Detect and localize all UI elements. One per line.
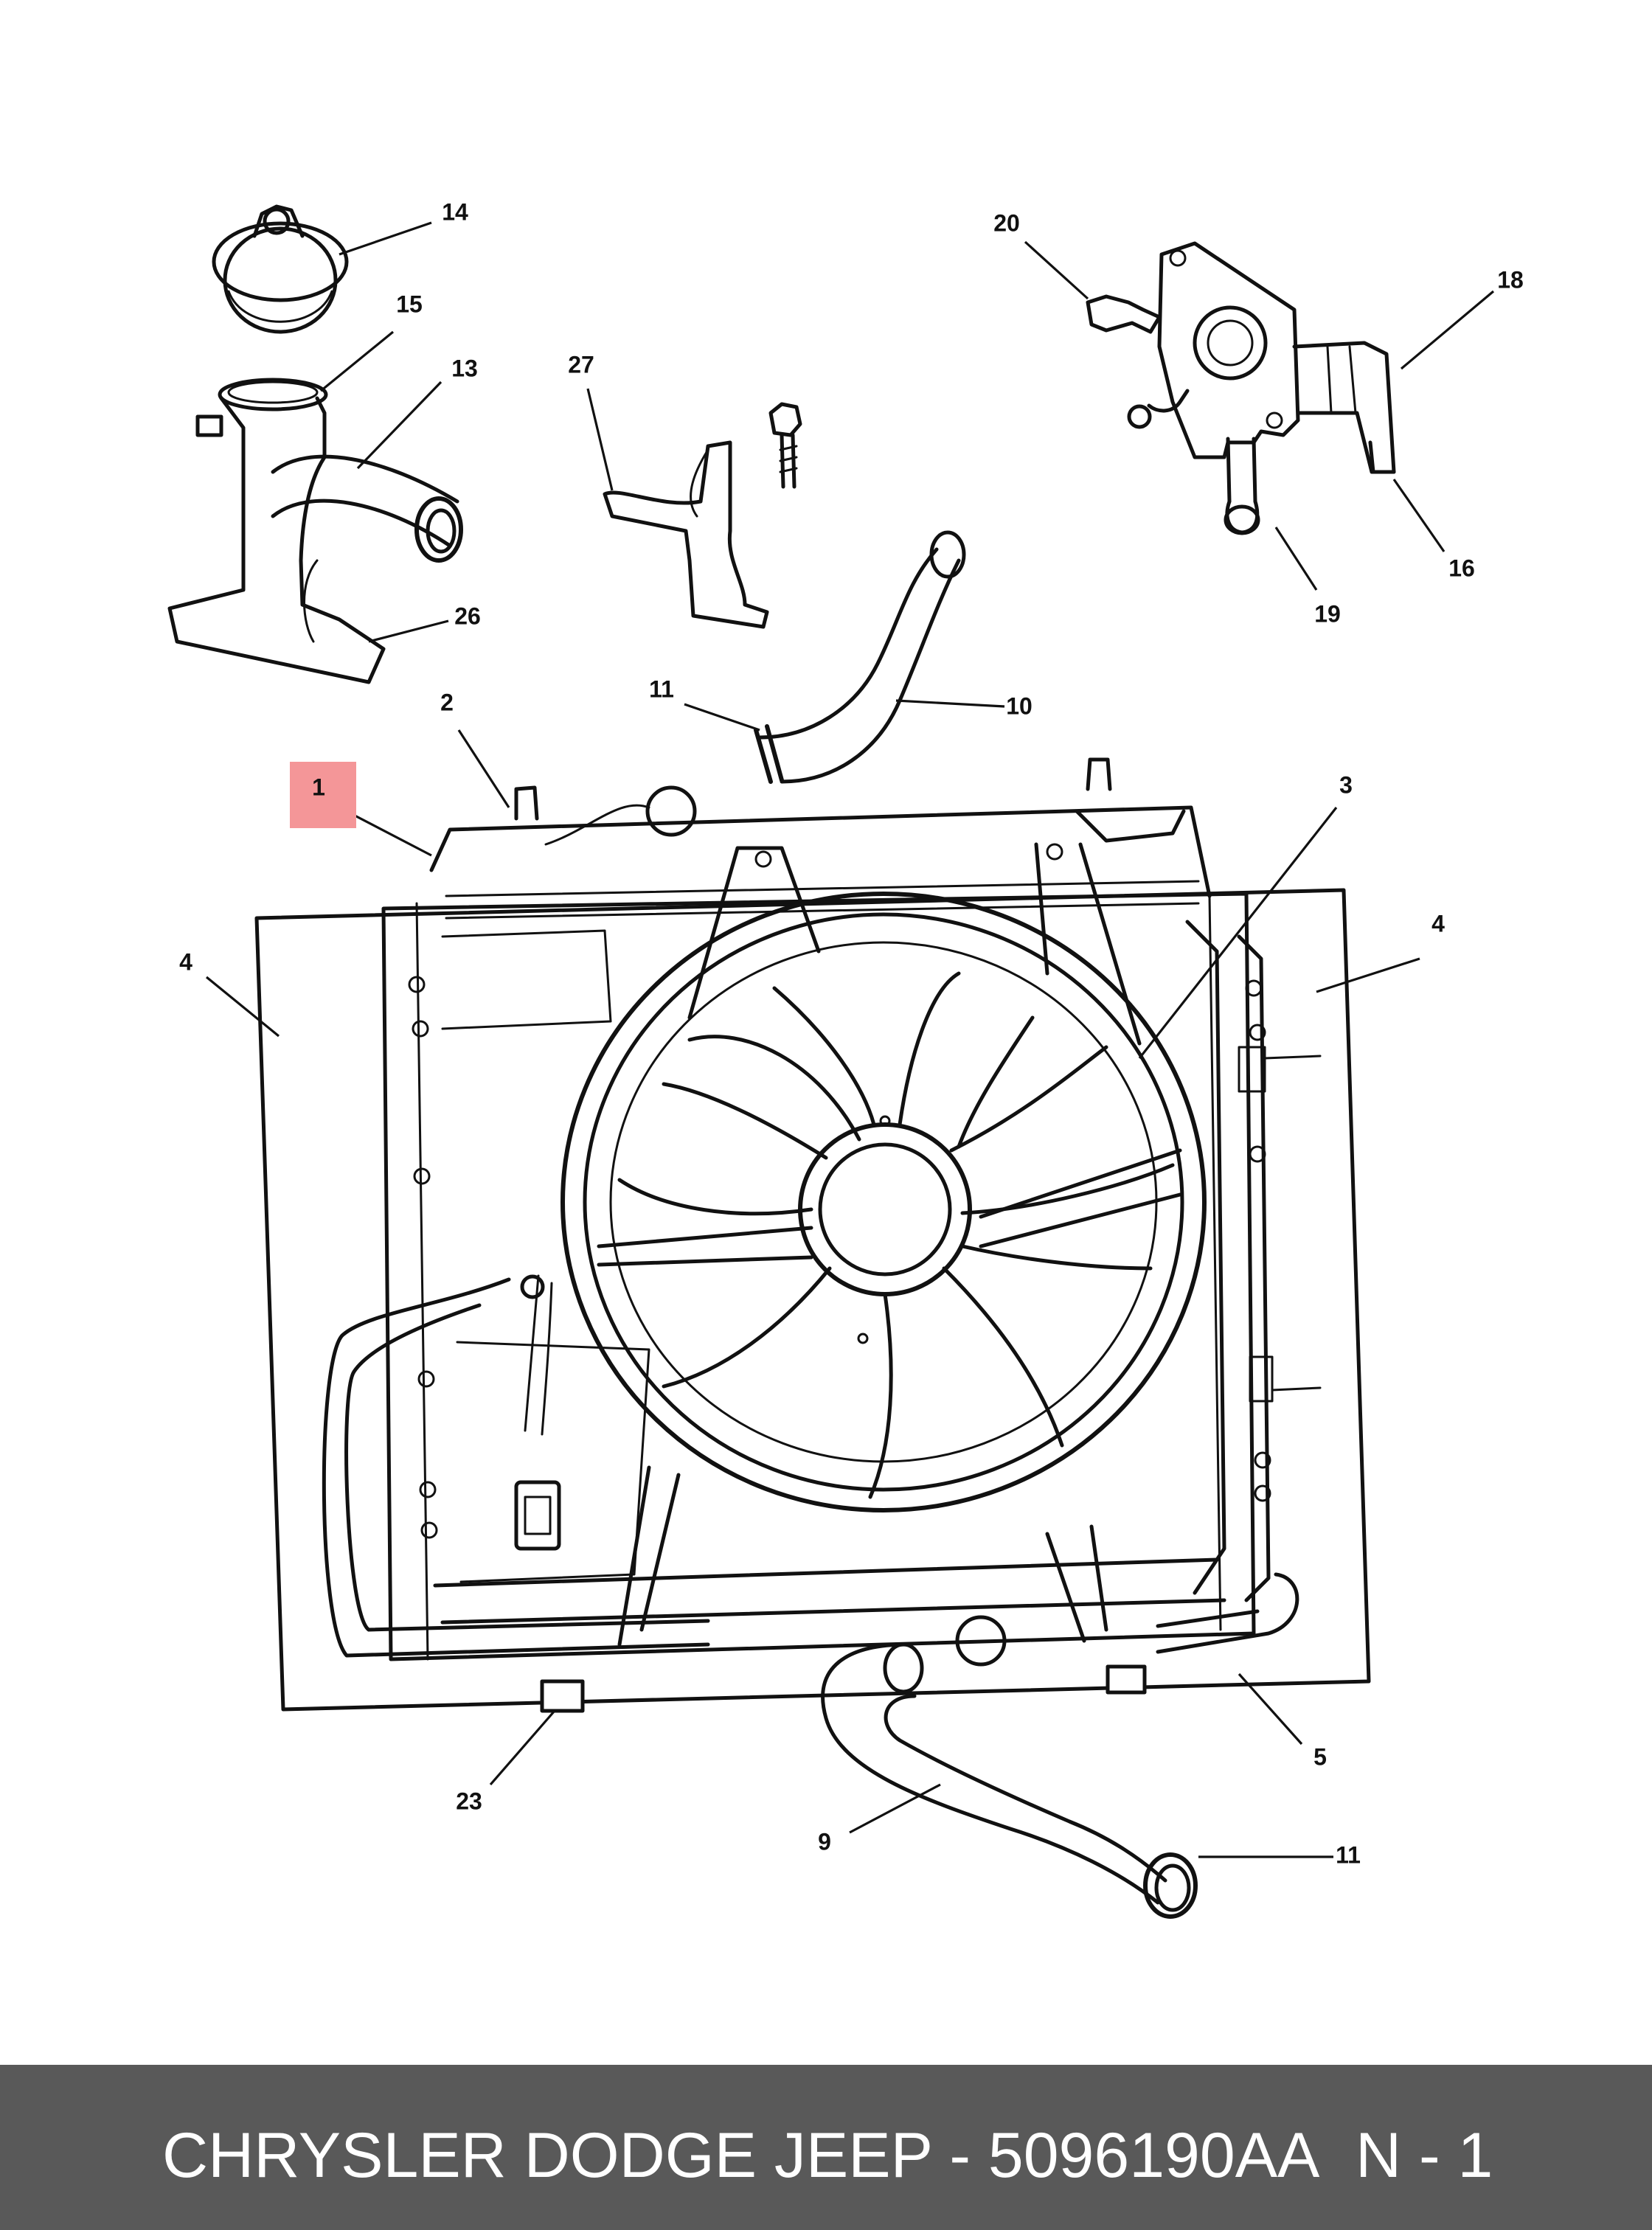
- callout-labels: 1 2 3 4 4 5 9 10 11 11 13 14 15 16 18 19…: [179, 198, 1524, 1868]
- callout-1: 1: [312, 774, 325, 800]
- callout-9: 9: [818, 1828, 831, 1855]
- callout-19: 19: [1314, 600, 1341, 627]
- footer-bar: CHRYSLER DODGE JEEP - 5096190AA N - 1: [0, 2065, 1652, 2230]
- brand-part-number: CHRYSLER DODGE JEEP - 5096190AA: [162, 2120, 1320, 2191]
- thermostat-gasket: [218, 378, 328, 411]
- hose-clamp-lower: [1143, 1852, 1198, 1919]
- upper-radiator-hose: [757, 547, 939, 740]
- callout-4-left: 4: [179, 948, 192, 975]
- fan-hub: [798, 1122, 972, 1296]
- callout-10: 10: [1006, 692, 1032, 719]
- hose-bracket: [603, 440, 769, 629]
- radiator-fan-assembly: [254, 757, 1371, 1919]
- callout-highlight: [290, 762, 356, 828]
- parts-diagram: 1 2 3 4 4 5 9 10 11 11 13 14 15 16 18 19…: [167, 198, 1524, 1919]
- temperature-sensor: [1086, 294, 1162, 334]
- fan-wire-connector: [514, 1480, 561, 1551]
- callout-4-right: 4: [1431, 910, 1445, 937]
- callout-16: 16: [1448, 555, 1475, 581]
- water-outlet-housing: [1157, 241, 1300, 459]
- callout-11-upper: 11: [649, 675, 674, 702]
- callout-15: 15: [396, 291, 423, 317]
- callout-26: 26: [454, 602, 481, 629]
- radiator-frame: [381, 892, 1256, 1661]
- callout-18: 18: [1497, 266, 1524, 293]
- callout-5: 5: [1313, 1743, 1327, 1770]
- hose-clamp-upper: [754, 724, 784, 784]
- upper-hose-group: [754, 530, 966, 784]
- callout-2: 2: [440, 689, 454, 715]
- callout-11-lower: 11: [1336, 1841, 1361, 1868]
- callout-20: 20: [993, 209, 1020, 236]
- coolant-outlet-group: [1086, 241, 1396, 535]
- callout-3: 3: [1339, 771, 1353, 798]
- callout-23: 23: [456, 1788, 482, 1814]
- thermostat-housing-group: [167, 204, 463, 684]
- thermostat-housing: [167, 396, 386, 684]
- callout-27: 27: [568, 351, 594, 378]
- lower-mount-bushing-left: [540, 1679, 585, 1713]
- bracket-bolt-group: [603, 402, 802, 629]
- bolt: [768, 402, 802, 437]
- callout-13: 13: [451, 355, 478, 381]
- callout-14: 14: [442, 198, 468, 225]
- lower-radiator-hose: [821, 1642, 1160, 1905]
- page-code: N - 1: [1356, 2120, 1493, 2191]
- fan-shroud-ring: [560, 892, 1207, 1512]
- fan-blades: [617, 971, 1175, 1499]
- thermostat: [212, 221, 349, 302]
